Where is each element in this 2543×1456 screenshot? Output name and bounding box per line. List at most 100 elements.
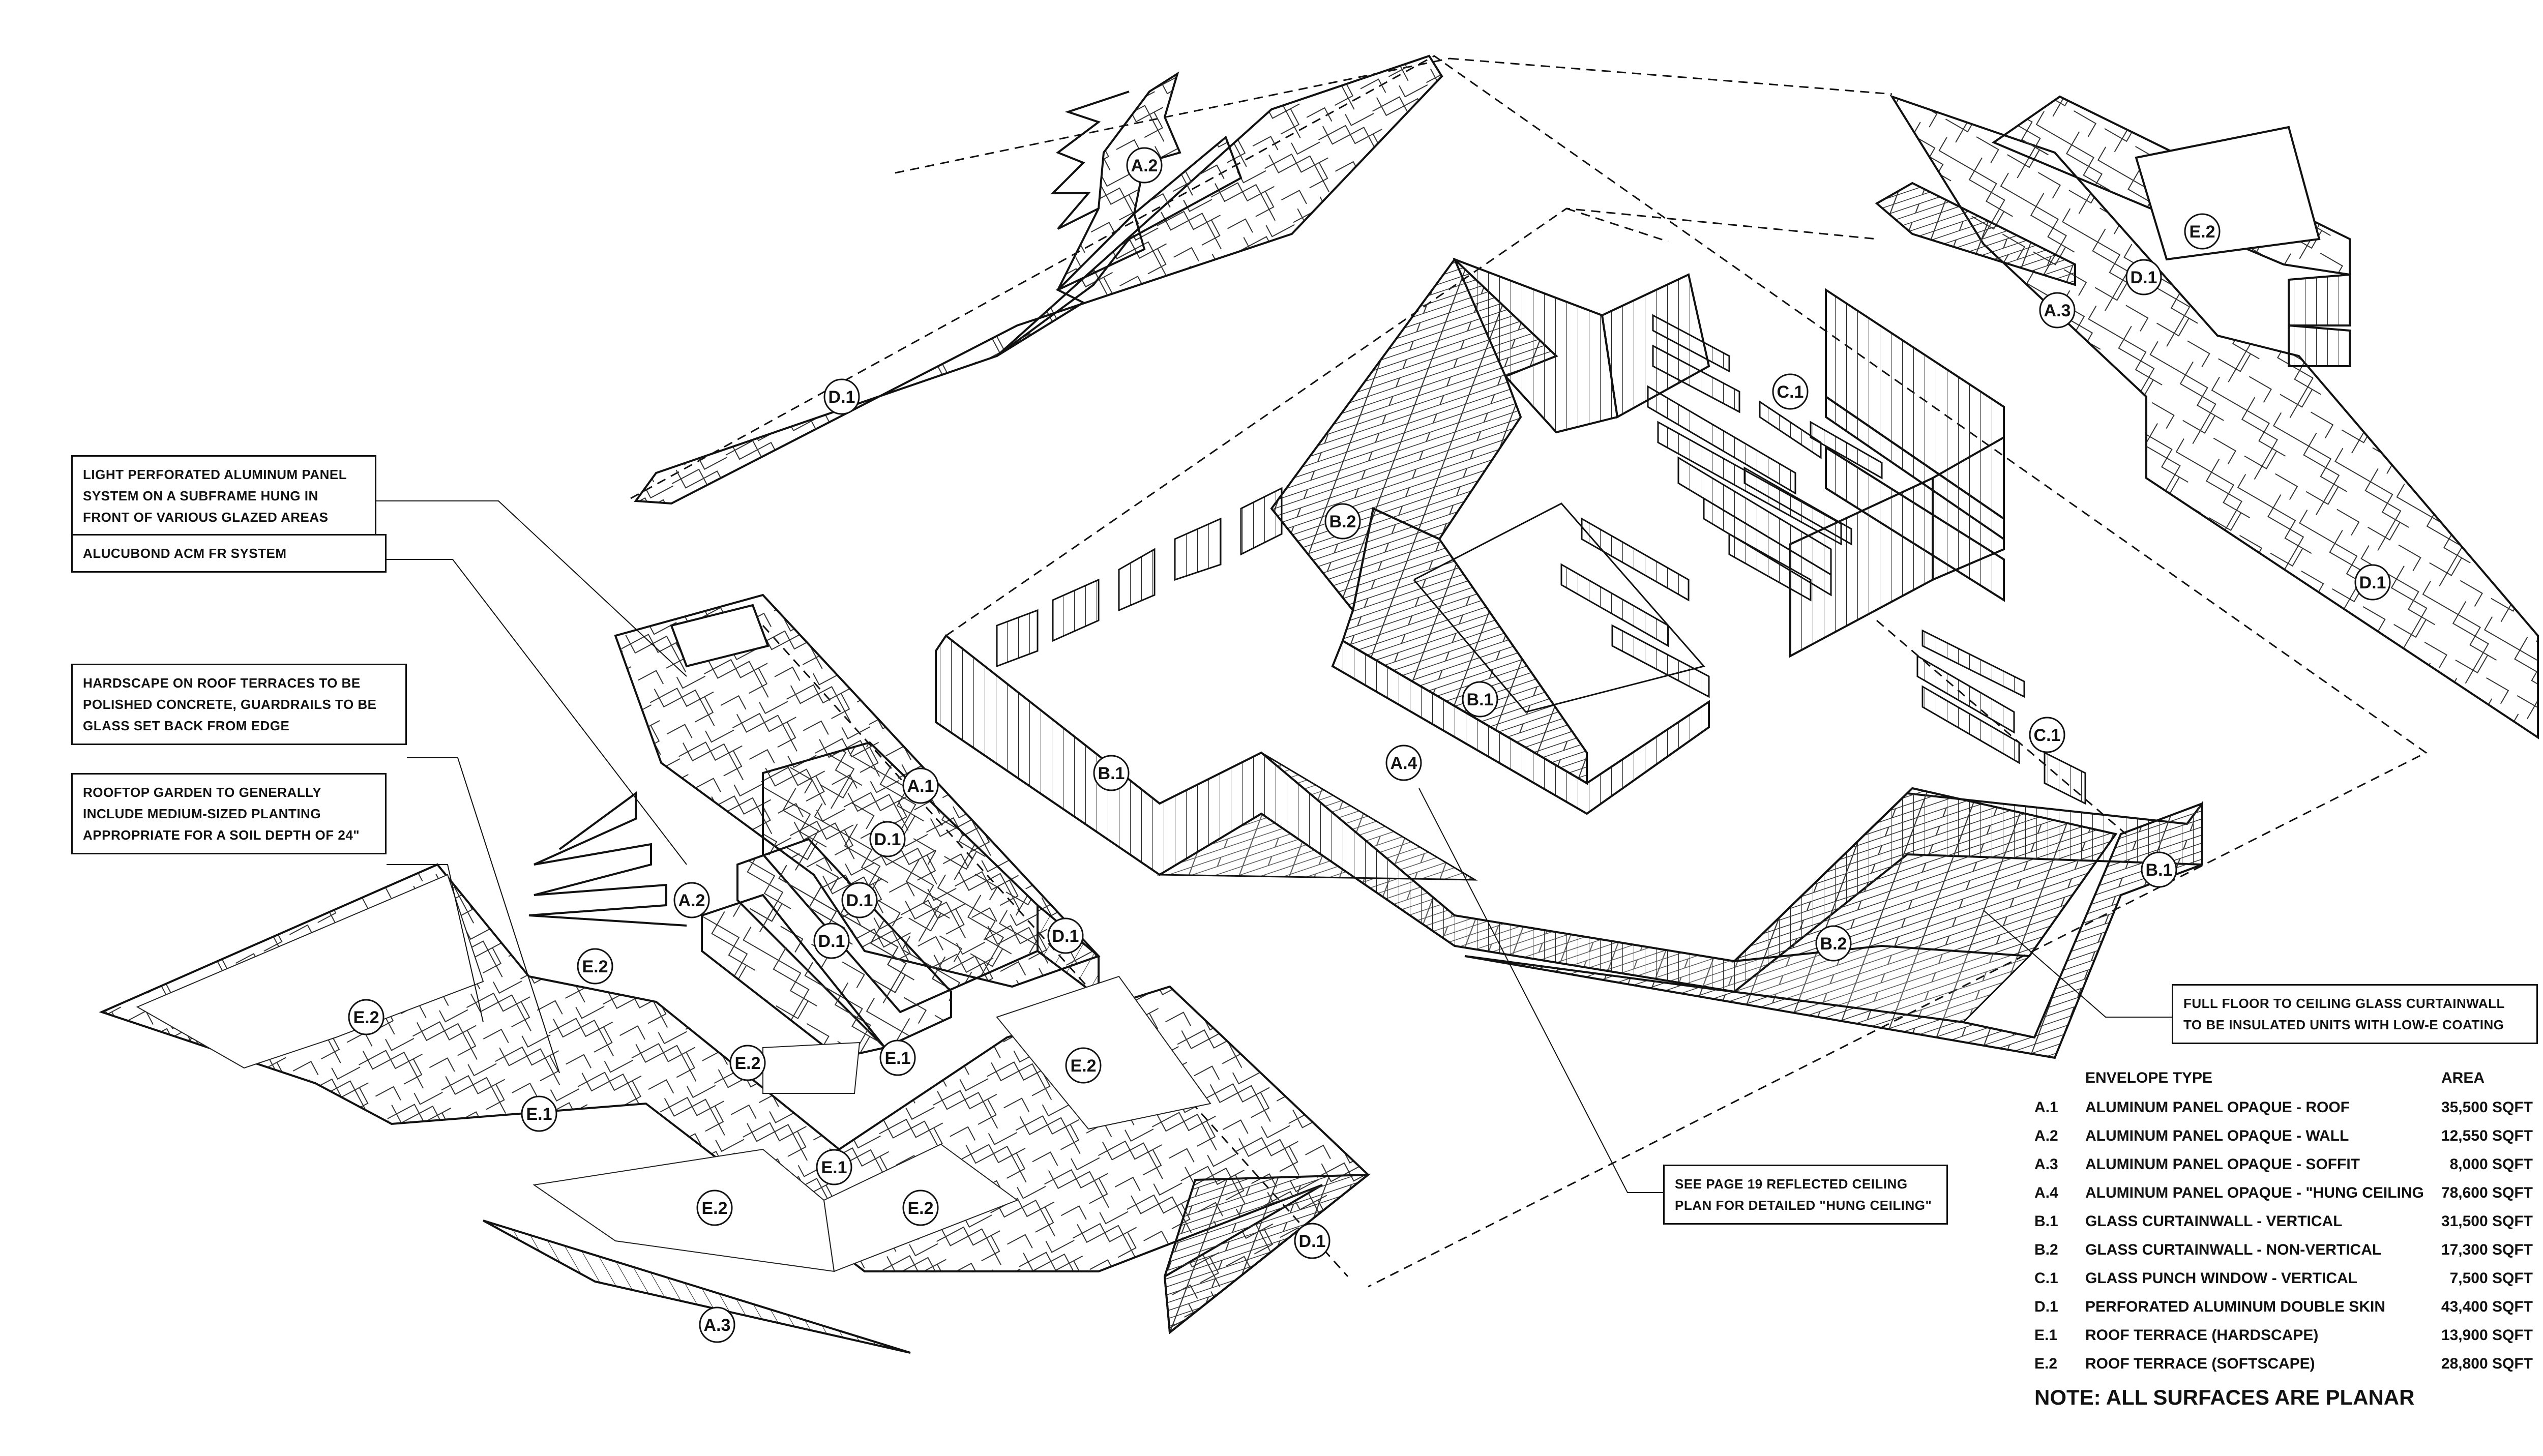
svg-text:E.2: E.2 [2189,222,2215,242]
tag-d1-left-2: D.1 [841,882,878,918]
legend-area: 78,600 SQFT [2441,1184,2533,1201]
svg-text:B.1: B.1 [1098,764,1125,783]
legend-row: A.4 ALUMINUM PANEL OPAQUE - "HUNG CEILIN… [2034,1179,2543,1207]
legend-code: A.2 [2034,1127,2058,1144]
legend-code: B.2 [2034,1241,2058,1258]
tag-e1-terrace-2: E.1 [879,1039,916,1076]
legend-area: 13,900 SQFT [2441,1327,2533,1344]
tag-d1-right-2: D.1 [2354,564,2391,601]
legend-type: GLASS CURTAINWALL - NON-VERTICAL [2085,1241,2382,1258]
legend-code: A.3 [2034,1156,2058,1173]
tag-b2-upper: B.2 [1324,503,1361,540]
legend-row: A.2 ALUMINUM PANEL OPAQUE - WALL 12,550 … [2034,1122,2543,1150]
legend-type: ALUMINUM PANEL OPAQUE - SOFFIT [2085,1156,2360,1173]
svg-text:E.2: E.2 [734,1054,760,1073]
svg-text:A.2: A.2 [1131,156,1158,175]
tag-d1-upper: D.1 [823,378,860,415]
legend-row: B.2 GLASS CURTAINWALL - NON-VERTICAL 17,… [2034,1236,2543,1264]
legend-note: NOTE: ALL SURFACES ARE PLANAR [2034,1385,2415,1409]
callout-hardscape: HARDSCAPE ON ROOF TERRACES TO BE POLISHE… [71,664,407,745]
legend-header-area: AREA [2441,1069,2485,1086]
envelope-legend: ENVELOPE TYPE AREA A.1 ALUMINUM PANEL OP… [2034,1063,2543,1410]
legend-row: C.1 GLASS PUNCH WINDOW - VERTICAL 7,500 … [2034,1264,2543,1293]
svg-text:B.2: B.2 [1329,512,1356,531]
svg-text:D.1: D.1 [818,932,845,951]
tag-b2-lower: B.2 [1815,925,1852,962]
tag-e2-terrace-4: E.2 [696,1190,733,1226]
callout-perforated-panel: LIGHT PERFORATED ALUMINUM PANEL SYSTEM O… [71,455,376,537]
legend-type: GLASS CURTAINWALL - VERTICAL [2085,1213,2343,1230]
legend-area: 17,300 SQFT [2441,1241,2533,1258]
legend-type: ROOF TERRACE (HARDSCAPE) [2085,1327,2319,1344]
legend-type: ALUMINUM PANEL OPAQUE - WALL [2085,1127,2349,1144]
legend-area: 8,000 SQFT [2449,1156,2533,1173]
tag-b1-ground-left: B.1 [1093,755,1130,791]
tag-d1-left-1: D.1 [869,821,906,857]
tag-d1-right-1: D.1 [2125,259,2162,295]
callout-alucubond: ALUCUBOND ACM FR SYSTEM [71,534,387,573]
leader-lines [376,500,2172,1193]
svg-text:C.1: C.1 [1777,382,1804,402]
svg-text:D.1: D.1 [2131,268,2157,287]
svg-text:E.2: E.2 [701,1199,727,1218]
svg-text:D.1: D.1 [829,388,855,407]
svg-text:A.4: A.4 [1391,754,1417,773]
upper-perforated-strip [634,54,1443,505]
tag-c1-upper: C.1 [1772,373,1809,410]
svg-text:D.1: D.1 [1052,927,1079,946]
legend-area: 7,500 SQFT [2449,1270,2533,1287]
legend-type: ROOF TERRACE (SOFTSCAPE) [2085,1355,2315,1372]
legend-code: D.1 [2034,1298,2058,1315]
svg-text:A.2: A.2 [678,891,705,910]
svg-text:E.2: E.2 [907,1199,933,1218]
svg-text:E.1: E.1 [884,1049,910,1068]
legend-area: 35,500 SQFT [2441,1099,2533,1116]
tag-e1-terrace-3: E.1 [816,1149,852,1185]
tag-a3-right: A.3 [2039,292,2076,329]
legend-row: A.3 ALUMINUM PANEL OPAQUE - SOFFIT 8,000… [2034,1150,2543,1179]
tag-b1-inner: B.1 [1462,681,1498,718]
tag-a3-terrace: A.3 [699,1306,735,1343]
callout-curtainwall: FULL FLOOR TO CEILING GLASS CURTAINWALL … [2172,984,2538,1044]
legend-area: 28,800 SQFT [2441,1355,2533,1372]
tag-e2-terrace-2: E.2 [729,1045,766,1081]
punch-windows [996,314,2086,805]
svg-text:A.1: A.1 [907,777,934,796]
legend-code: E.2 [2034,1355,2058,1372]
svg-text:D.1: D.1 [874,830,901,849]
tag-a1-left: A.1 [902,767,939,804]
ground-curtainwall [935,634,2203,1059]
legend-code: B.1 [2034,1213,2058,1230]
legend-row: D.1 PERFORATED ALUMINUM DOUBLE SKIN 43,4… [2034,1293,2543,1321]
svg-text:D.1: D.1 [846,891,873,910]
tag-d1-left-4: D.1 [1047,917,1084,954]
upper-glass-volume [1270,257,2005,815]
left-main-block [528,593,1101,1059]
legend-row: E.1 ROOF TERRACE (HARDSCAPE) 13,900 SQFT [2034,1321,2543,1350]
legend-type: GLASS PUNCH WINDOW - VERTICAL [2085,1270,2357,1287]
legend-header-type: ENVELOPE TYPE [2085,1069,2213,1086]
tag-e2-left-1: E.2 [577,948,613,985]
svg-text:B.1: B.1 [1467,690,1494,709]
svg-text:D.1: D.1 [2359,573,2386,592]
legend-type: ALUMINUM PANEL OPAQUE - ROOF [2085,1099,2350,1116]
tag-a4: A.4 [1385,745,1422,781]
svg-text:E.2: E.2 [1070,1056,1096,1076]
legend-area: 31,500 SQFT [2441,1213,2533,1230]
tag-e2-terrace-5: E.2 [902,1190,939,1226]
legend-code: A.4 [2034,1184,2058,1201]
legend-type: ALUMINUM PANEL OPAQUE - "HUNG CEILING [2085,1184,2424,1201]
svg-text:B.1: B.1 [2146,860,2173,880]
svg-text:A.3: A.3 [704,1316,731,1335]
legend-area: 12,550 SQFT [2441,1127,2533,1144]
tag-d1-left-3: D.1 [813,923,850,959]
callout-rooftop-garden: ROOFTOP GARDEN TO GENERALLY INCLUDE MEDI… [71,773,387,854]
svg-text:E.1: E.1 [526,1105,552,1124]
svg-text:E.1: E.1 [821,1158,847,1177]
legend-row: E.2 ROOF TERRACE (SOFTSCAPE) 28,800 SQFT [2034,1350,2543,1378]
tag-e2-right: E.2 [2184,213,2221,250]
legend-code: E.1 [2034,1327,2058,1344]
svg-text:E.2: E.2 [353,1008,379,1027]
legend-row: B.1 GLASS CURTAINWALL - VERTICAL 31,500 … [2034,1207,2543,1236]
